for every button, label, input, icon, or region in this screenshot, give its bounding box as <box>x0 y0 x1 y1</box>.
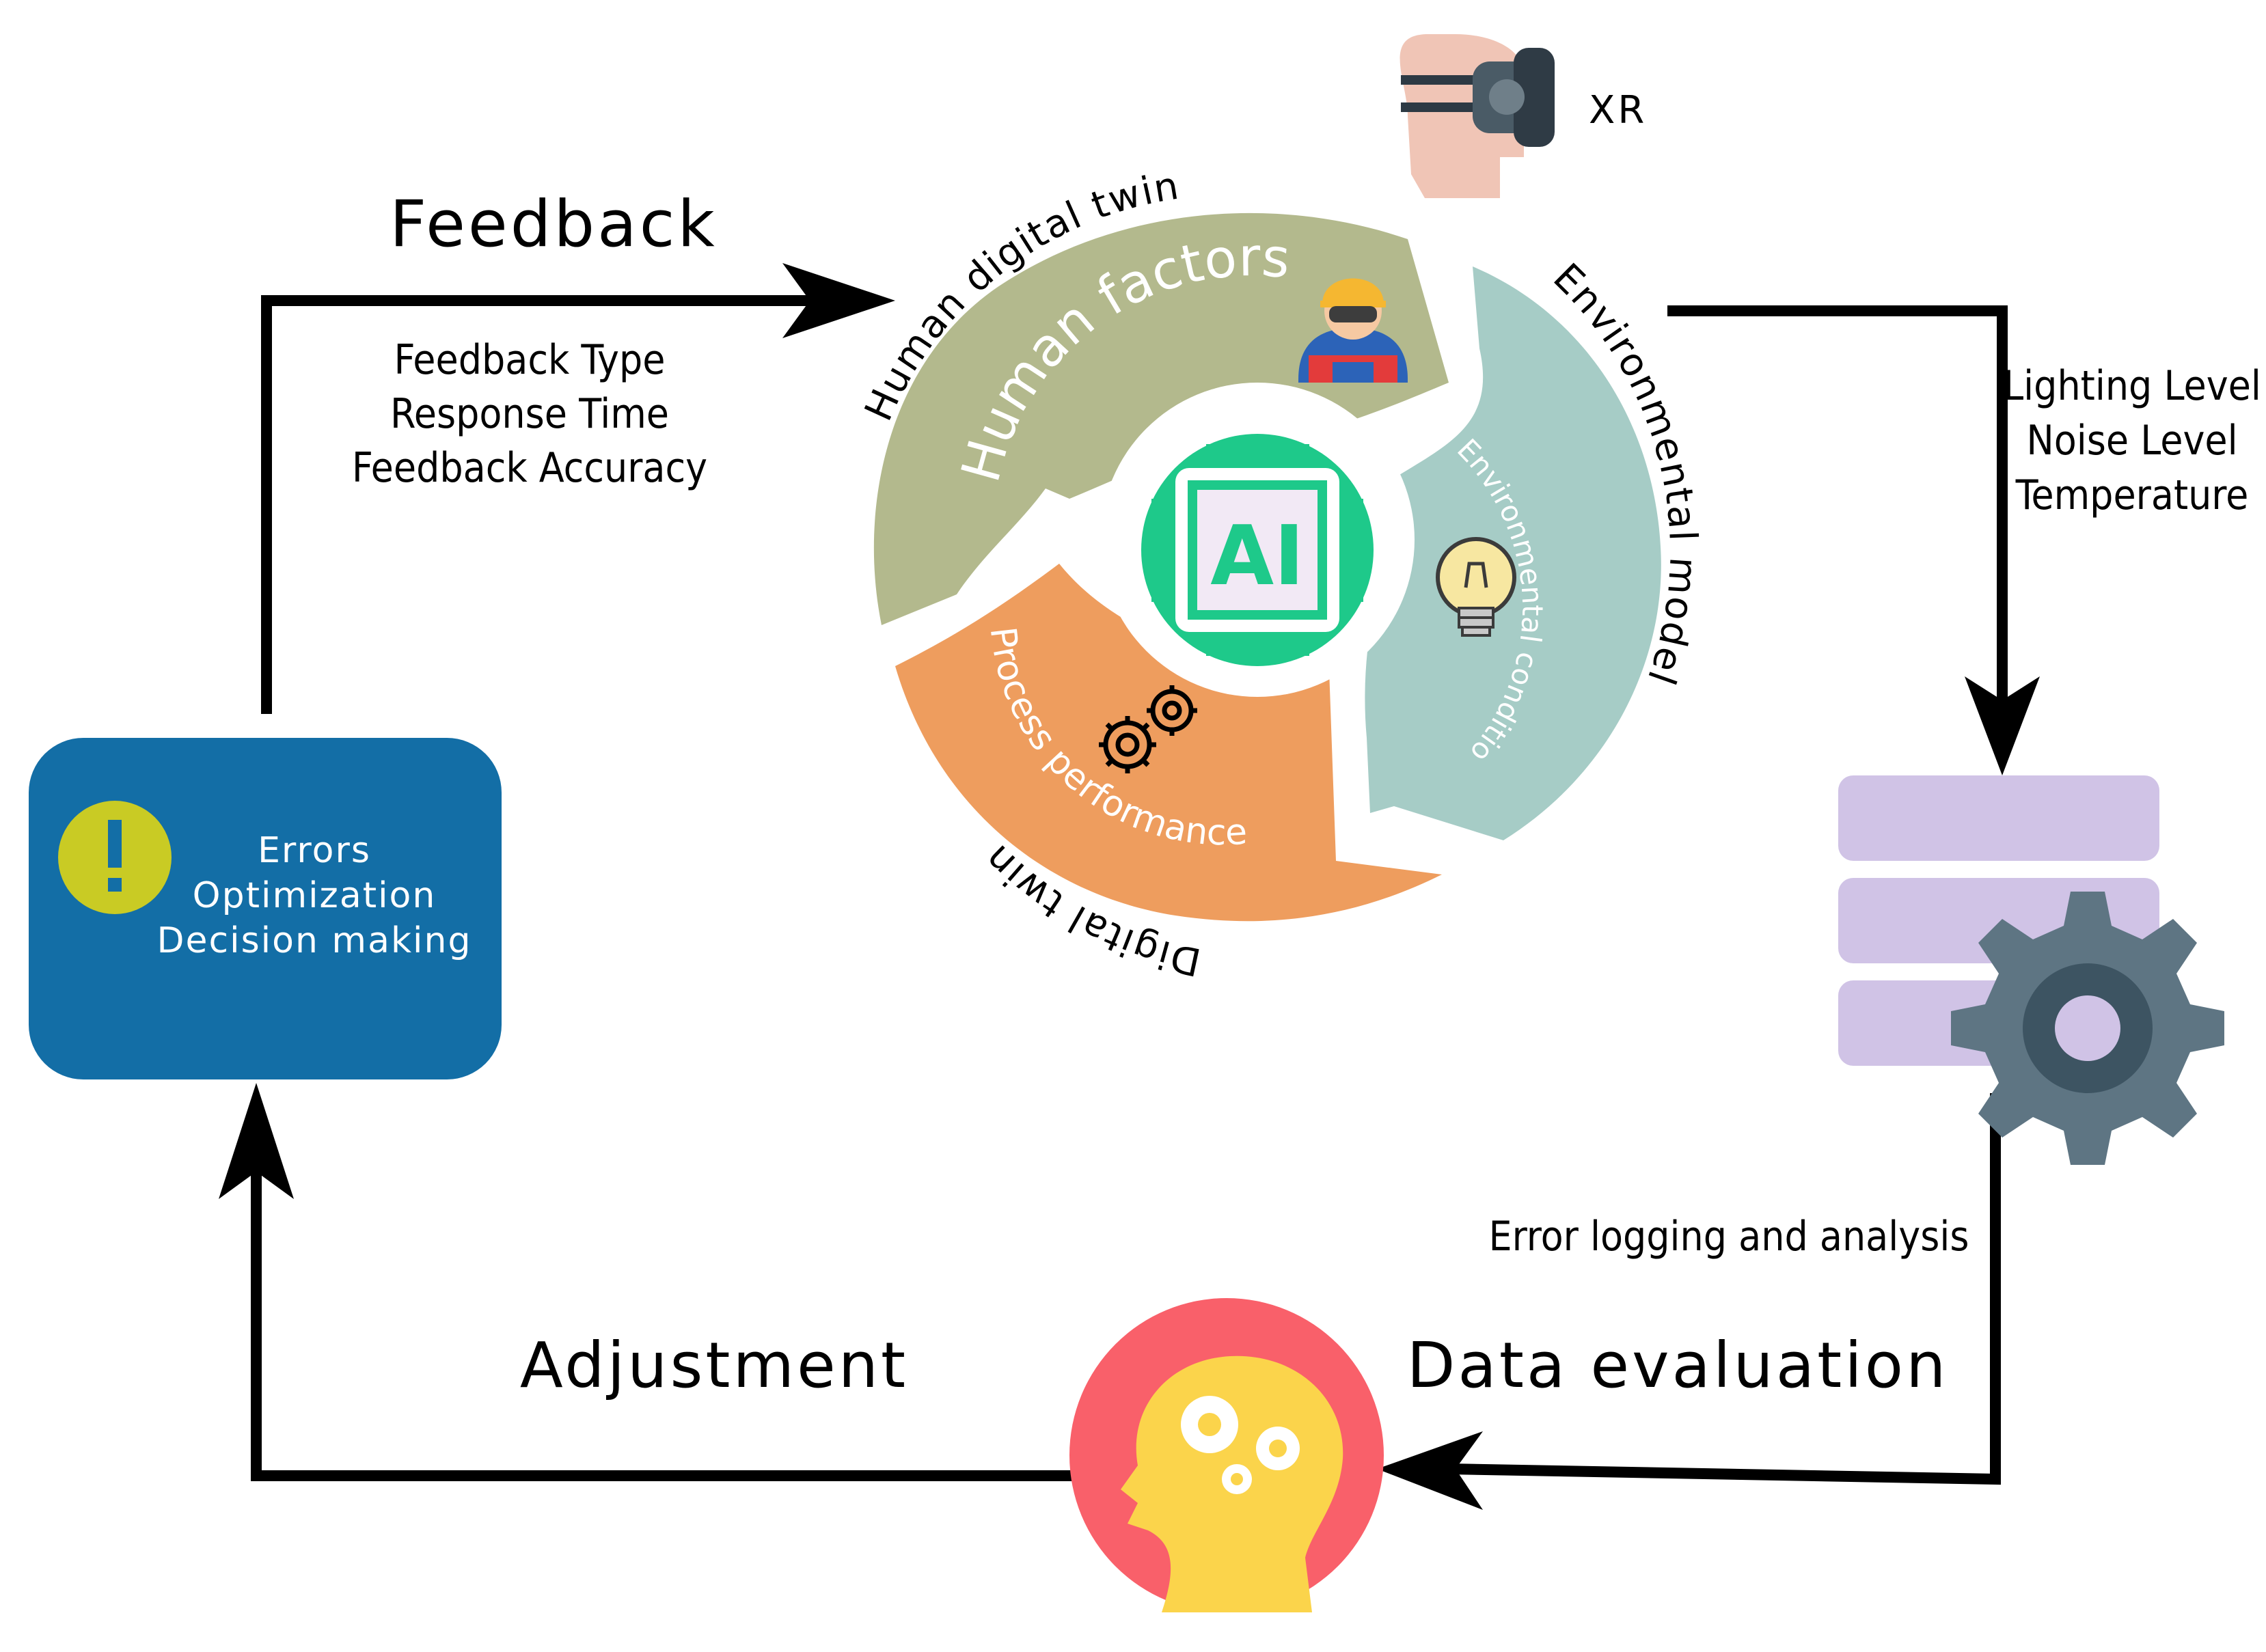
decision-box: Errors Optimization Decision making <box>29 738 502 1079</box>
adjustment-arrow <box>219 1083 1073 1481</box>
feedback-title: Feedback <box>390 187 718 262</box>
gears-icon <box>1099 685 1197 773</box>
data-evaluation-label: Data evaluation <box>1407 1329 1949 1402</box>
alert-icon <box>58 801 172 914</box>
feedback-accuracy-label: Feedback Accuracy <box>352 444 707 492</box>
environmental-conditions-segment <box>1365 266 1661 840</box>
process-performance-segment <box>895 564 1442 922</box>
ai-chip-icon <box>1141 434 1374 666</box>
response-time-label: Response Time <box>390 390 669 438</box>
temperature-label: Temperature <box>2015 471 2249 519</box>
error-logging-label: Error logging and analysis <box>1489 1213 1969 1261</box>
database-gear-icon <box>1838 775 2224 1165</box>
ai-label: AI <box>1210 509 1305 604</box>
environment-data-arrow <box>1667 305 2040 775</box>
xr-label: XR <box>1589 88 1647 133</box>
errors-label: Errors <box>258 830 371 871</box>
brain-gears-icon <box>1069 1298 1384 1612</box>
feedback-type-label: Feedback Type <box>394 336 666 384</box>
optimization-label: Optimization <box>193 875 437 916</box>
noise-level-label: Noise Level <box>2026 417 2237 465</box>
lighting-level-label: Lighting Level <box>2003 362 2261 410</box>
vr-headset-icon <box>1400 34 1555 198</box>
adjustment-label: Adjustment <box>520 1329 908 1402</box>
worker-icon <box>1298 278 1408 383</box>
feedback-arrow <box>261 263 895 714</box>
decision-making-label: Decision making <box>157 920 472 961</box>
lightbulb-icon <box>1436 537 1516 637</box>
data-evaluation-arrow <box>1377 1093 2001 1510</box>
